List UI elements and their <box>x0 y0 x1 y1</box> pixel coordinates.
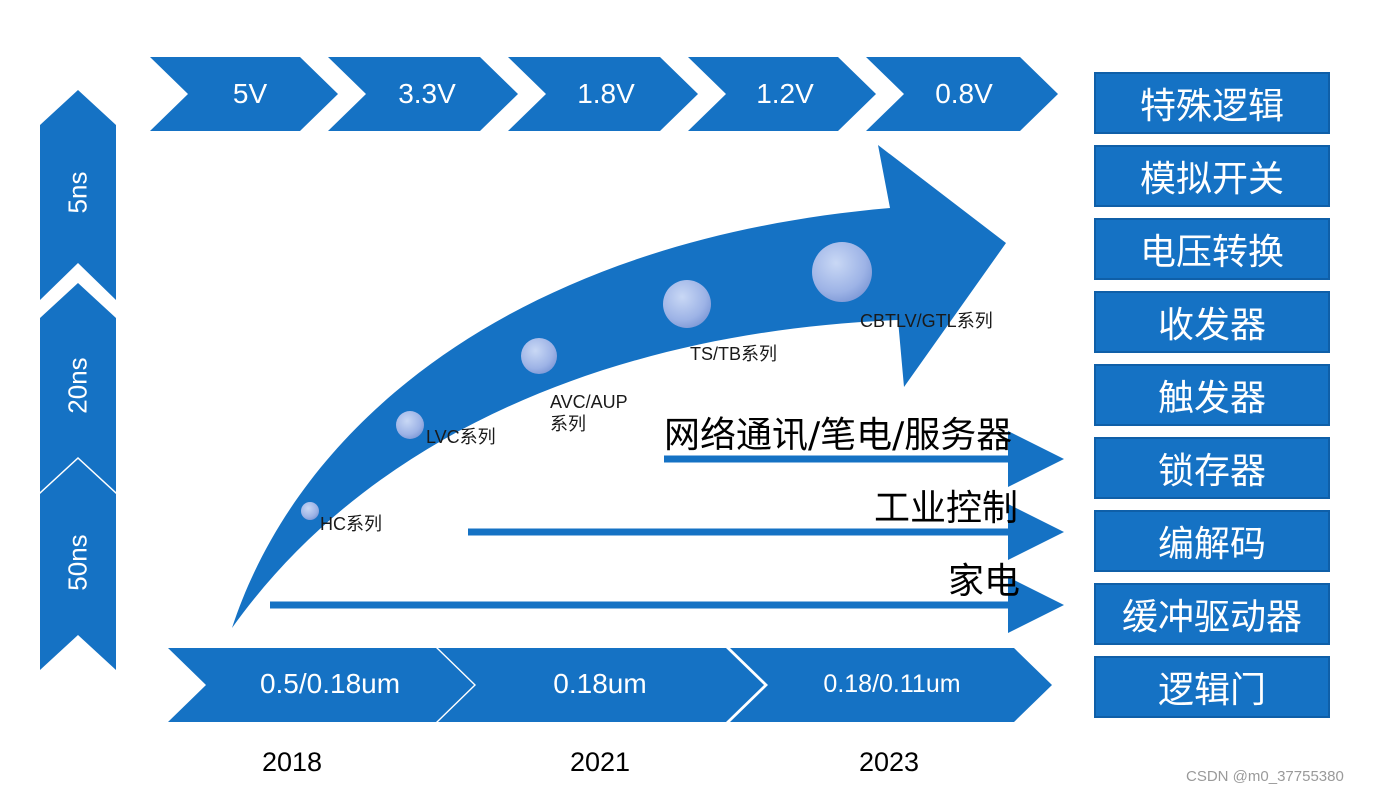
voltage-chevron-row <box>150 57 1058 131</box>
voltage-label-3: 1.8V <box>577 78 635 109</box>
product-type-special-logic: 特殊逻辑 <box>1094 72 1330 134</box>
voltage-chevron-5 <box>866 57 1058 131</box>
speed-label-50ns: 50ns <box>62 534 93 591</box>
process-chevron-row <box>168 648 1052 722</box>
voltage-chevron-2 <box>328 57 518 131</box>
voltage-chevron-3 <box>508 57 698 131</box>
series-bubble-cbtlv <box>812 242 872 302</box>
voltage-chevron-1 <box>150 57 338 131</box>
market-label-appliance: 家电 <box>948 561 1021 602</box>
speed-label-5ns: 5ns <box>62 171 93 214</box>
process-label-2: 0.18um <box>553 668 647 699</box>
process-chevron-1 <box>168 648 474 722</box>
product-type-encoder-decoder: 编解码 <box>1094 510 1330 572</box>
series-label-avc-aup: AVC/AUP 系列 <box>550 392 628 434</box>
voltage-label-2: 3.3V <box>398 78 456 109</box>
process-label-3: 0.18/0.11um <box>823 670 961 698</box>
voltage-label-1: 5V <box>232 78 268 109</box>
process-label-1: 0.5/0.18um <box>259 668 401 699</box>
year-label-2021: 2021 <box>569 747 631 777</box>
market-label-industrial: 工业控制 <box>874 488 1019 529</box>
year-label-2018: 2018 <box>261 747 323 777</box>
voltage-label-4: 1.2V <box>756 78 814 109</box>
product-type-buffer-driver: 缓冲驱动器 <box>1094 583 1330 645</box>
watermark: CSDN @m0_37755380 <box>1186 768 1344 785</box>
series-bubble-avc <box>521 338 557 374</box>
speed-label-20ns: 20ns <box>62 357 93 414</box>
product-type-logic-gate: 逻辑门 <box>1094 656 1330 718</box>
product-type-flip-flop: 触发器 <box>1094 364 1330 426</box>
series-bubble-hc <box>301 502 319 520</box>
product-type-transceiver: 收发器 <box>1094 291 1330 353</box>
market-label-network: 网络通讯/笔电/服务器 <box>664 415 1013 456</box>
voltage-label-5: 0.8V <box>935 78 993 109</box>
product-type-voltage-translation: 电压转换 <box>1094 218 1330 280</box>
series-label-hc: HC系列 <box>320 514 382 534</box>
series-bubble-ts <box>663 280 711 328</box>
speed-chevron-3 <box>40 459 116 670</box>
series-bubble-lvc <box>396 411 424 439</box>
series-label-cbtlv-gtl: CBTLV/GTL系列 <box>860 311 993 331</box>
growth-curved-arrow <box>232 145 1006 628</box>
series-label-ts-tb: TS/TB系列 <box>690 344 778 364</box>
year-label-2023: 2023 <box>858 747 920 777</box>
speed-chevron-1 <box>40 90 116 300</box>
process-chevron-2 <box>438 648 764 722</box>
speed-chevron-column <box>40 90 116 670</box>
series-label-lvc: LVC系列 <box>426 427 496 447</box>
speed-chevron-2 <box>40 283 116 492</box>
process-chevron-3 <box>730 648 1052 722</box>
product-type-latch: 锁存器 <box>1094 437 1330 499</box>
voltage-chevron-4 <box>688 57 876 131</box>
product-type-analog-switch: 模拟开关 <box>1094 145 1330 207</box>
